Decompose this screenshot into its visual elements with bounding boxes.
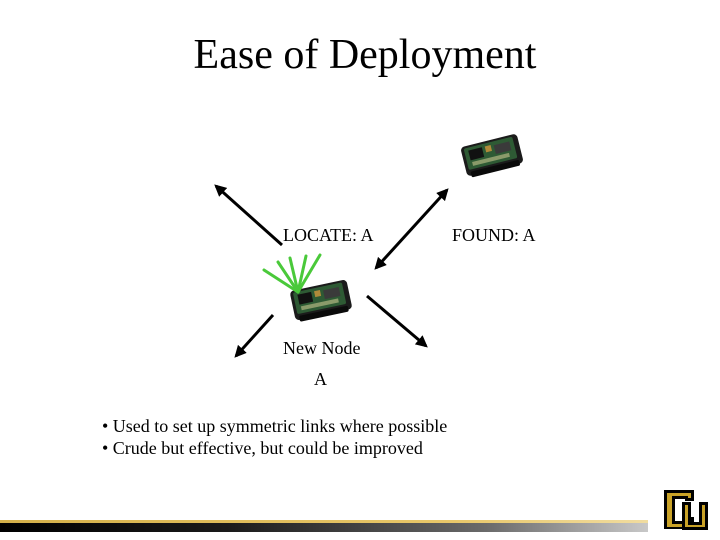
arrow-lower-left bbox=[234, 313, 275, 358]
cu-logo-icon bbox=[664, 490, 708, 530]
locate-label: LOCATE: A bbox=[283, 225, 374, 245]
broadcast-rays-icon bbox=[262, 253, 322, 294]
arrow-found-return bbox=[374, 188, 449, 270]
found-label: FOUND: A bbox=[452, 225, 536, 245]
new-node-id-label: A bbox=[314, 369, 327, 389]
bullet-list: • Used to set up symmetric links where p… bbox=[102, 415, 447, 459]
new-node-label: New Node bbox=[283, 338, 361, 358]
sensor-node-top-icon bbox=[460, 133, 525, 179]
arrow-locate-upper-left bbox=[214, 184, 283, 247]
footer-bar bbox=[0, 520, 648, 532]
bullet-item: • Crude but effective, but could be impr… bbox=[102, 438, 423, 458]
bullet-item: • Used to set up symmetric links where p… bbox=[102, 416, 448, 436]
slide-title: Ease of Deployment bbox=[193, 32, 537, 78]
arrow-lower-right bbox=[366, 294, 428, 348]
